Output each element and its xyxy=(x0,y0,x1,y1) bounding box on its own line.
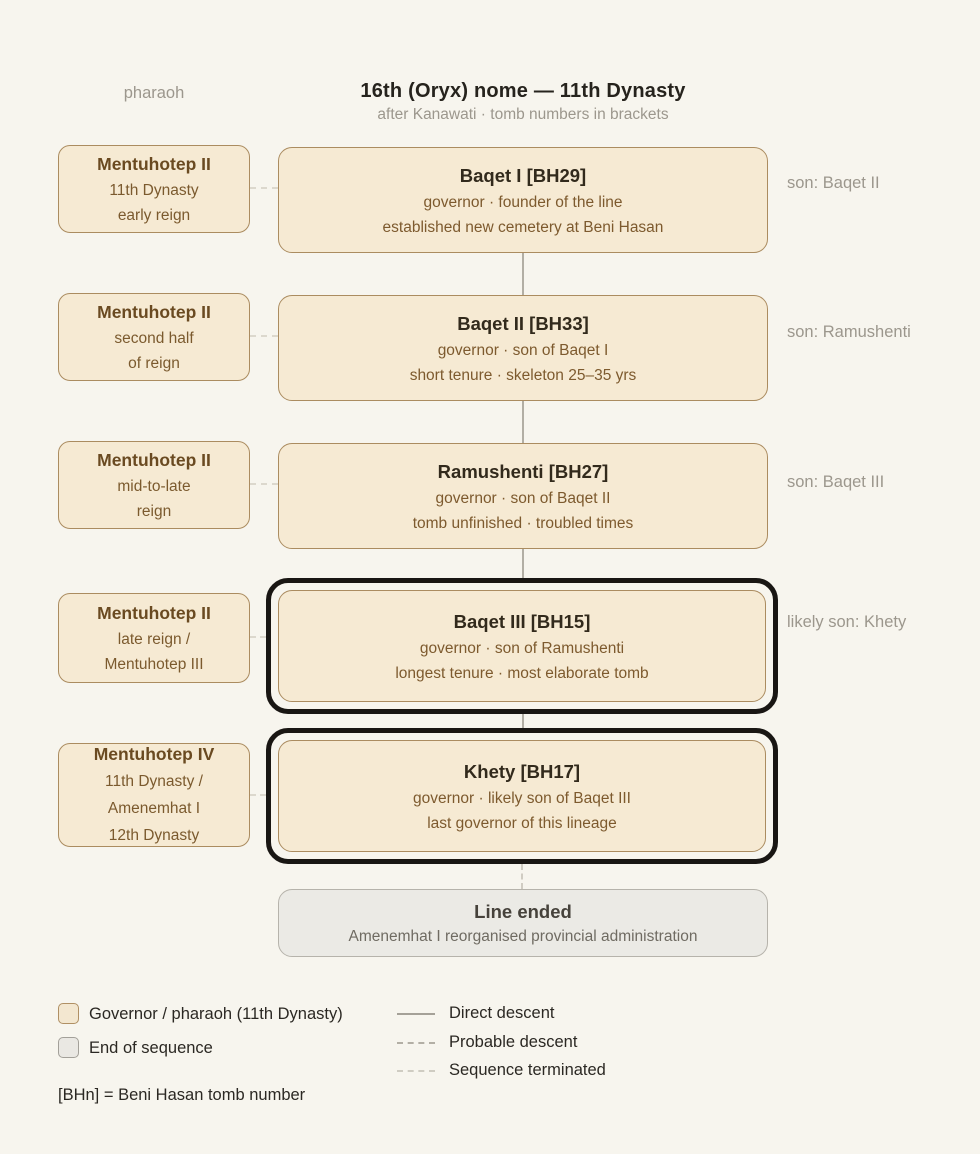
pharaoh-column-label: pharaoh xyxy=(123,84,185,102)
governor-name: Baqet I [BH29] xyxy=(459,164,587,186)
governor-name: Ramushenti [BH27] xyxy=(437,460,609,482)
probable-descent-connector xyxy=(250,636,266,638)
direct-descent-connector xyxy=(522,549,524,579)
pharaoh-box: Mentuhotep II mid-to-late reign xyxy=(58,441,250,529)
probable-descent-connector xyxy=(250,794,266,796)
pharaoh-name: Mentuhotep IV xyxy=(93,744,215,764)
governor-box: Baqet III [BH15] governor · son of Ramus… xyxy=(278,590,766,702)
probable-descent-connector xyxy=(250,335,278,337)
governor-name: Khety [BH17] xyxy=(463,760,581,782)
legend-probable-label: Probable descent xyxy=(449,1033,578,1051)
legend-direct-line-sample xyxy=(397,1013,435,1015)
probable-descent-connector xyxy=(250,187,278,189)
governor-detail: governor · son of Baqet I xyxy=(437,341,609,359)
line-ended-detail: Amenemhat I reorganised provincial admin… xyxy=(348,927,698,945)
descent-annotation: likely son: Khety xyxy=(787,613,907,631)
governor-box: Baqet II [BH33] governor · son of Baqet … xyxy=(278,295,768,401)
governor-name: Baqet III [BH15] xyxy=(453,610,591,632)
highlighted-governor-outline: Khety [BH17] governor · likely son of Ba… xyxy=(266,728,778,864)
legend-terminated-label: Sequence terminated xyxy=(449,1061,606,1079)
legend-end-label: End of sequence xyxy=(89,1039,213,1057)
governor-detail: tomb unfinished · troubled times xyxy=(412,514,634,532)
pharaoh-detail: 11th Dynasty / xyxy=(105,773,203,790)
pharaoh-box: Mentuhotep IV 11th Dynasty / Amenemhat I… xyxy=(58,743,250,847)
pharaoh-detail: 11th Dynasty xyxy=(109,181,199,199)
direct-descent-connector xyxy=(522,714,524,728)
governor-box: Khety [BH17] governor · likely son of Ba… xyxy=(278,740,766,852)
pharaoh-detail: late reign / xyxy=(117,630,191,648)
pharaoh-detail: reign xyxy=(136,502,172,520)
line-ended-box: Line ended Amenemhat I reorganised provi… xyxy=(278,889,768,957)
governor-detail: governor · founder of the line xyxy=(423,193,623,211)
pharaoh-detail: mid-to-late xyxy=(117,477,191,495)
pharaoh-box: Mentuhotep II late reign / Mentuhotep II… xyxy=(58,593,250,683)
pharaoh-detail: 12th Dynasty xyxy=(108,827,200,844)
pharaoh-name: Mentuhotep II xyxy=(97,301,211,322)
governor-detail: established new cemetery at Beni Hasan xyxy=(382,218,664,236)
sequence-terminated-connector xyxy=(521,864,523,889)
tomb-number-footnote: [BHn] = Beni Hasan tomb number xyxy=(58,1086,306,1104)
pharaoh-name: Mentuhotep II xyxy=(97,449,211,470)
legend-governor-swatch xyxy=(58,1003,79,1024)
governor-detail: governor · likely son of Baqet III xyxy=(413,789,631,807)
pharaoh-detail: Mentuhotep III xyxy=(104,655,204,673)
governor-box: Ramushenti [BH27] governor · son of Baqe… xyxy=(278,443,768,549)
governor-detail: governor · son of Ramushenti xyxy=(419,639,625,657)
descent-annotation: son: Baqet III xyxy=(787,473,885,491)
pharaoh-box: Mentuhotep II 11th Dynasty early reign xyxy=(58,145,250,233)
legend-probable-line-sample xyxy=(397,1042,435,1044)
legend-governor-label: Governor / pharaoh (11th Dynasty) xyxy=(89,1005,343,1023)
pharaoh-name: Mentuhotep II xyxy=(97,602,211,623)
legend-terminated-line-sample xyxy=(397,1070,435,1072)
descent-annotation: son: Ramushenti xyxy=(787,323,911,341)
direct-descent-connector xyxy=(522,253,524,295)
governor-detail: short tenure · skeleton 25–35 yrs xyxy=(409,366,637,384)
diagram-title: 16th (Oryx) nome — 11th Dynasty xyxy=(360,80,686,102)
pharaoh-box: Mentuhotep II second half of reign xyxy=(58,293,250,381)
legend-direct-label: Direct descent xyxy=(449,1004,555,1022)
governor-name: Baqet II [BH33] xyxy=(457,312,589,334)
governor-detail: last governor of this lineage xyxy=(427,814,617,832)
governor-box: Baqet I [BH29] governor · founder of the… xyxy=(278,147,768,253)
pharaoh-detail: Amenemhat I xyxy=(107,800,201,817)
line-ended-title: Line ended xyxy=(474,900,572,922)
diagram-subtitle: after Kanawati · tomb numbers in bracket… xyxy=(377,106,669,123)
pharaoh-detail: of reign xyxy=(128,354,180,372)
governor-detail: longest tenure · most elaborate tomb xyxy=(395,664,649,682)
descent-annotation: son: Baqet II xyxy=(787,174,880,192)
pharaoh-name: Mentuhotep II xyxy=(97,153,211,174)
legend-end-swatch xyxy=(58,1037,79,1058)
direct-descent-connector xyxy=(522,401,524,443)
highlighted-governor-outline: Baqet III [BH15] governor · son of Ramus… xyxy=(266,578,778,714)
governor-detail: governor · son of Baqet II xyxy=(435,489,611,507)
pharaoh-detail: second half xyxy=(114,329,194,347)
probable-descent-connector xyxy=(250,483,278,485)
pharaoh-detail: early reign xyxy=(117,206,191,224)
